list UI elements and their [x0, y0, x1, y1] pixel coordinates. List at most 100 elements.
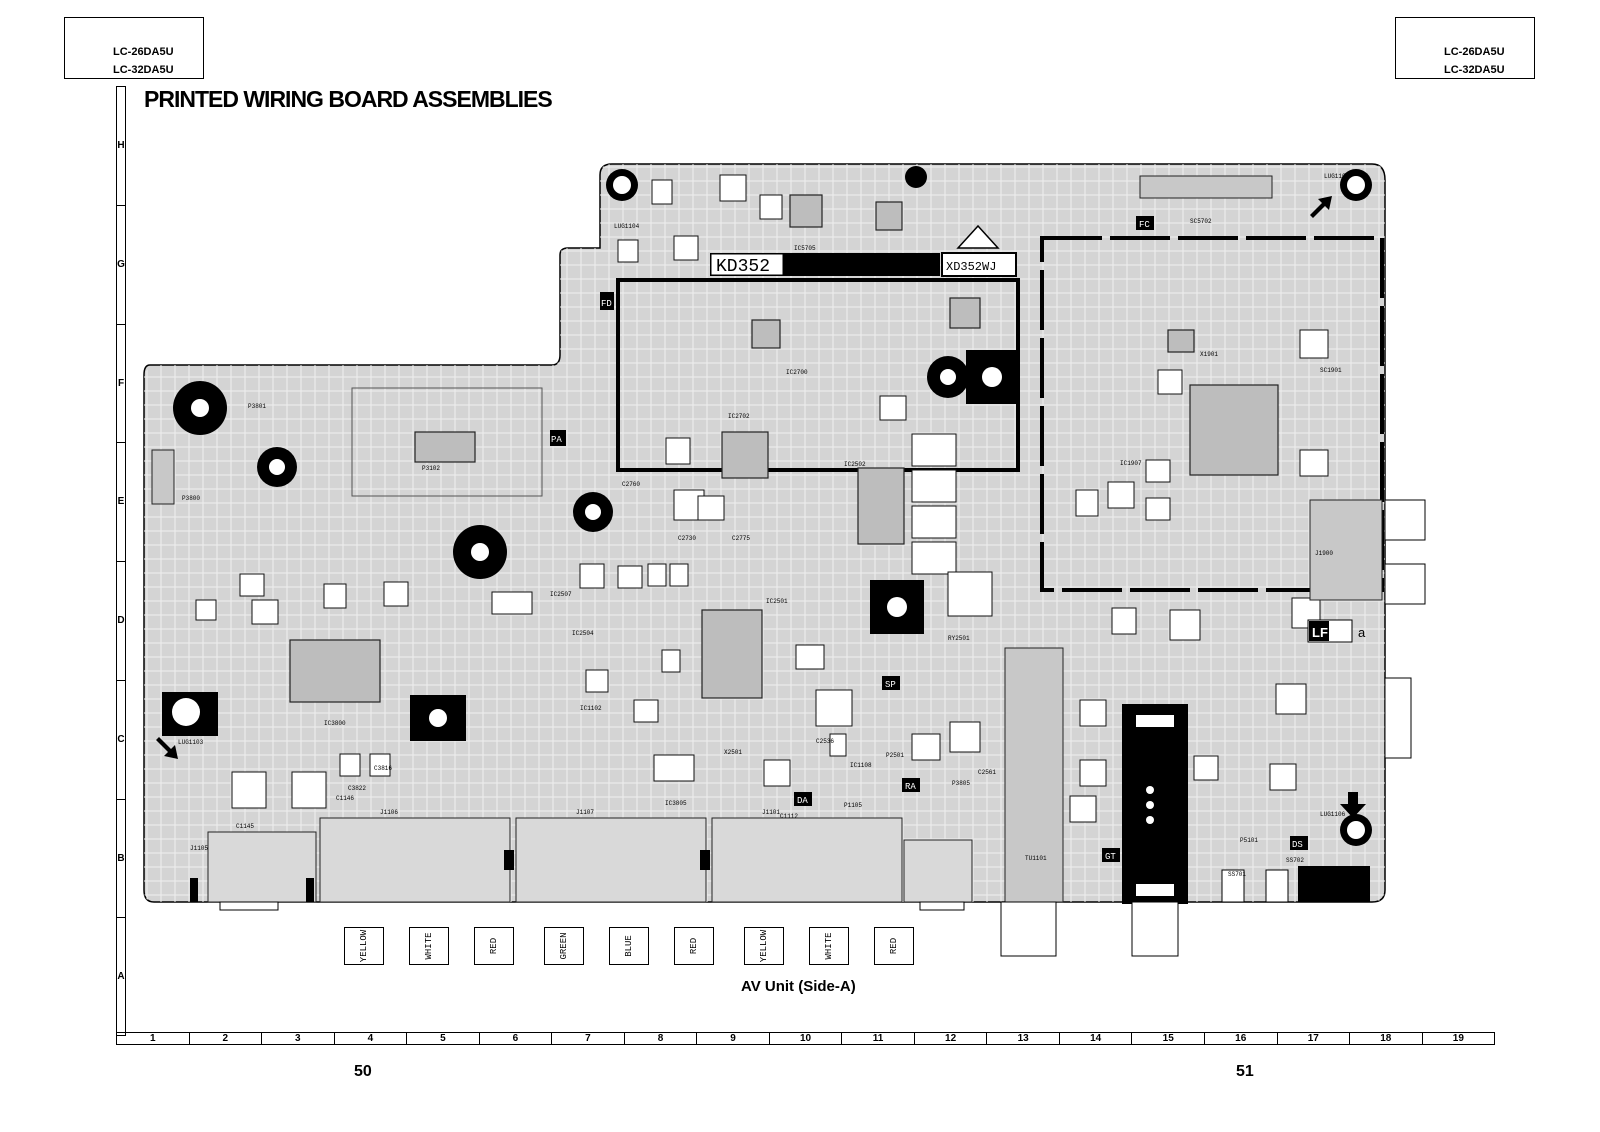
- jack-color-text: RED: [889, 937, 899, 955]
- misc-label: P5101: [1240, 837, 1258, 844]
- misc-label: C3822: [348, 785, 366, 792]
- row-divider: [116, 561, 126, 562]
- ic-label: IC2702: [728, 413, 750, 420]
- jack-label: J1101: [762, 809, 780, 816]
- misc-label: SC5702: [1190, 218, 1212, 225]
- row-divider: [116, 442, 126, 444]
- misc-label: X2501: [724, 749, 742, 756]
- components: [195, 174, 1329, 823]
- model-name: LC-26DA5U: [1444, 46, 1505, 58]
- row-divider: [116, 679, 126, 681]
- rca-jack-bodies: [207, 817, 973, 903]
- misc-label: P3800: [182, 495, 200, 502]
- misc-label: TU1101: [1025, 855, 1047, 862]
- jack-color-tab: RED: [874, 927, 914, 965]
- column-label: 3: [262, 1033, 335, 1044]
- jack-color-text: WHITE: [824, 932, 834, 960]
- column-label: 18: [1350, 1033, 1423, 1044]
- misc-label: C2760: [622, 481, 640, 488]
- row-divider: [116, 204, 126, 206]
- column-label: 12: [915, 1033, 988, 1044]
- row-label: E: [117, 496, 125, 508]
- column-label: 1: [117, 1033, 190, 1044]
- area-tag-fd: FD: [601, 299, 612, 309]
- misc-label: P3805: [952, 780, 970, 787]
- arrow-icon: [156, 737, 178, 759]
- misc-label: C1146: [336, 795, 354, 802]
- jack-color-tab: WHITE: [409, 927, 449, 965]
- connectors: [151, 175, 1383, 903]
- jack-color-tab: GREEN: [544, 927, 584, 965]
- column-label: 19: [1452, 1033, 1464, 1044]
- area-tag-lf-suffix: a: [1358, 625, 1366, 640]
- misc-label: C3816: [374, 765, 392, 772]
- page-title: PRINTED WIRING BOARD ASSEMBLIES: [144, 86, 553, 112]
- ic-label: IC2502: [844, 461, 866, 468]
- jack-label: J1107: [576, 809, 594, 816]
- jack-label: J1900: [1315, 550, 1333, 557]
- pcb-board-diagram: KD352 XD352WJ: [143, 163, 1426, 957]
- edge-connectors: [219, 499, 1426, 957]
- column-label: 7: [552, 1033, 625, 1044]
- area-tag-gt: GT: [1105, 852, 1116, 862]
- ic-label: IC1907: [1120, 460, 1142, 467]
- row-divider: [116, 917, 126, 919]
- mounting-holes: [173, 166, 1372, 846]
- arrow-icon: [1310, 196, 1332, 218]
- misc-label: SC1901: [1320, 367, 1342, 374]
- area-tag-pa: PA: [551, 435, 562, 445]
- misc-label: LUG1104: [614, 223, 640, 230]
- jack-label: J1105: [190, 845, 208, 852]
- misc-label: LUG1106: [1320, 811, 1346, 818]
- misc-label: X1901: [1200, 351, 1218, 358]
- jack-color-tab: YELLOW: [344, 927, 384, 965]
- ds-block: [1298, 866, 1370, 902]
- row-label: C: [117, 733, 125, 745]
- column-label: 14: [1060, 1033, 1133, 1044]
- jack-color-tab: YELLOW: [744, 927, 784, 965]
- area-tag-fc: FC: [1139, 220, 1150, 230]
- ic-label: IC1102: [580, 705, 602, 712]
- column-label: 4: [335, 1033, 408, 1044]
- column-label: 8: [625, 1033, 698, 1044]
- column-label: 17: [1278, 1033, 1351, 1044]
- jack-color-tab: RED: [674, 927, 714, 965]
- column-label: 9: [697, 1033, 770, 1044]
- jack-color-tab: BLUE: [609, 927, 649, 965]
- page-number-left: 50: [354, 1063, 372, 1080]
- row-divider: [116, 323, 126, 325]
- misc-label: P3102: [422, 465, 440, 472]
- misc-label: LUG1103: [178, 739, 204, 746]
- ic-label: IC2504: [572, 630, 594, 637]
- misc-label: P1105: [844, 802, 862, 809]
- row-label: D: [117, 615, 125, 626]
- board-code: KD352: [716, 257, 770, 277]
- column-label: 6: [480, 1033, 553, 1044]
- column-label: 5: [407, 1033, 480, 1044]
- area-tag-ra: RA: [905, 782, 916, 792]
- column-label: 10: [770, 1033, 843, 1044]
- model-box-left: LC-26DA5U LC-32DA5U: [64, 17, 204, 79]
- jack-label: J1106: [380, 809, 398, 816]
- misc-label: C2775: [732, 535, 750, 542]
- ic-label: IC5705: [794, 245, 816, 252]
- column-label: 2: [190, 1033, 263, 1044]
- arrow-icon: [1340, 792, 1366, 818]
- area-tag-lf: LF: [1312, 625, 1328, 640]
- misc-label: C2561: [978, 769, 996, 776]
- area-tag-ds: DS: [1292, 840, 1303, 850]
- board-caption: AV Unit (Side-A): [741, 978, 856, 995]
- jack-color-text: BLUE: [624, 935, 634, 957]
- misc-label: SS701: [1228, 871, 1246, 878]
- jack-color-tab: RED: [474, 927, 514, 965]
- ic-label: IC3800: [324, 720, 346, 727]
- model-name: LC-32DA5U: [113, 64, 174, 76]
- ic-label: IC2501: [766, 598, 788, 605]
- model-name: LC-32DA5U: [1444, 64, 1505, 76]
- jack-color-tab: WHITE: [809, 927, 849, 965]
- misc-label: P3801: [248, 403, 266, 410]
- ic-label: IC3805: [665, 800, 687, 807]
- column-label: 13: [987, 1033, 1060, 1044]
- row-divider: [116, 798, 126, 800]
